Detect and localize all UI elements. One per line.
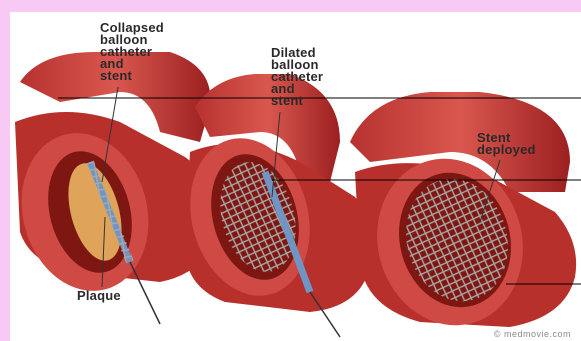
label-dilated-balloon: Dilated balloon catheter and stent xyxy=(271,47,323,107)
vessel-dilated xyxy=(173,74,373,337)
watermark-text: © medmovie.com xyxy=(494,329,571,339)
diagram-panel: Collapsed balloon catheter and stent Dil… xyxy=(10,12,581,341)
vessel-deployed xyxy=(350,92,576,341)
label-collapsed-balloon: Collapsed balloon catheter and stent xyxy=(100,22,164,82)
label-stent-deployed: Stent deployed xyxy=(477,132,536,156)
label-plaque: Plaque xyxy=(77,290,121,302)
vessel-collapsed xyxy=(10,52,216,324)
